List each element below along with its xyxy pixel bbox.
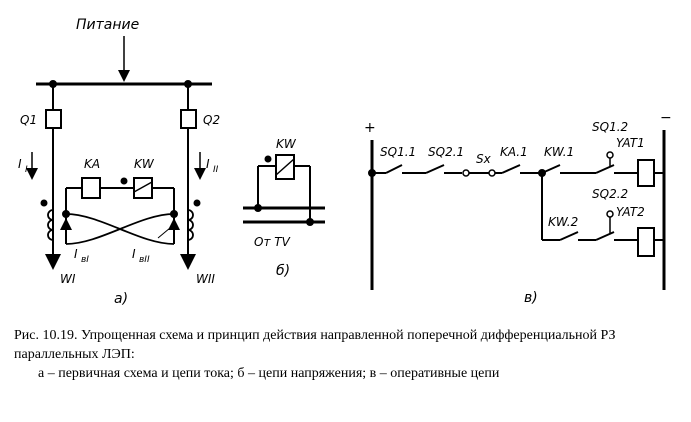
panel-c-labels: + − SQ1.1 SQ2.1 Sx KA.1 KW.1 SQ1.2 YAT1 … bbox=[364, 110, 672, 306]
kw-voltage-label: KW bbox=[276, 137, 297, 151]
contact-ka1 bbox=[501, 164, 521, 174]
sq22-label: SQ2.2 bbox=[592, 187, 628, 201]
ka-label: KA bbox=[84, 157, 100, 171]
kw2-label: KW.2 bbox=[548, 215, 578, 229]
sq21-label: SQ2.1 bbox=[428, 145, 464, 159]
panel-b-labels: KW От TV б) bbox=[254, 137, 297, 279]
schematic-figure: Питание Q1 Q2 KA KW I I I II I вI I вII … bbox=[18, 17, 672, 307]
i2-label: I bbox=[206, 157, 210, 171]
i1-sub: I bbox=[25, 165, 28, 175]
panel-b-voltage-circuit bbox=[243, 154, 325, 226]
sx-label: Sx bbox=[476, 152, 492, 166]
contact-kw2 bbox=[559, 231, 579, 241]
caption-legend: а – первичная схема и цепи тока; б – цеп… bbox=[38, 366, 500, 381]
sq11-label: SQ1.1 bbox=[380, 145, 416, 159]
ib1-label: I bbox=[74, 247, 78, 261]
w2-label: WII bbox=[196, 272, 215, 286]
ct-left bbox=[47, 209, 54, 241]
yat2-label: YAT2 bbox=[616, 205, 645, 219]
coil-yat1 bbox=[637, 159, 655, 187]
cross-wire-2 bbox=[65, 213, 175, 245]
relay-ka bbox=[81, 177, 101, 199]
breaker-q2 bbox=[180, 109, 197, 129]
panel-c-operating-circuit bbox=[368, 130, 666, 290]
q1-label: Q1 bbox=[20, 113, 37, 127]
ct-right bbox=[187, 209, 194, 241]
breaker-q1 bbox=[45, 109, 62, 129]
panel-a-caption: а) bbox=[114, 291, 128, 307]
ib2-sub: вII bbox=[139, 255, 150, 265]
coil-yat2 bbox=[637, 227, 655, 257]
minus-label: − bbox=[660, 110, 672, 126]
caption-title: Рис. 10.19. Упрощенная схема и принцип д… bbox=[14, 328, 616, 362]
from-tv-label: От TV bbox=[254, 235, 291, 249]
contact-sq22 bbox=[595, 231, 615, 241]
yat1-label: YAT1 bbox=[616, 136, 645, 150]
contact-sq21 bbox=[425, 164, 445, 174]
panel-a-labels: Питание Q1 Q2 KA KW I I I II I вI I вII … bbox=[18, 17, 220, 307]
kw1-label: KW.1 bbox=[544, 145, 574, 159]
panel-a-primary-circuit bbox=[26, 36, 212, 270]
panel-b-caption: б) bbox=[276, 263, 290, 279]
sq12-label: SQ1.2 bbox=[592, 120, 628, 134]
i1-label: I bbox=[18, 157, 22, 171]
kw-label: KW bbox=[134, 157, 155, 171]
plus-label: + bbox=[364, 120, 376, 136]
contact-sq11 bbox=[385, 164, 403, 174]
ib2-label: I bbox=[132, 247, 136, 261]
supply-label: Питание bbox=[76, 17, 139, 33]
q2-label: Q2 bbox=[203, 113, 220, 127]
panel-c-caption: в) bbox=[524, 290, 538, 306]
figure-caption: Рис. 10.19. Упрощенная схема и принцип д… bbox=[14, 326, 680, 383]
contact-kw1 bbox=[541, 164, 561, 174]
contact-sq12 bbox=[595, 164, 615, 174]
relay-kw bbox=[133, 177, 153, 199]
i2-sub: II bbox=[213, 165, 219, 175]
ib1-sub: вI bbox=[81, 255, 89, 265]
ka1-label: KA.1 bbox=[500, 145, 528, 159]
w1-label: WI bbox=[60, 272, 76, 286]
